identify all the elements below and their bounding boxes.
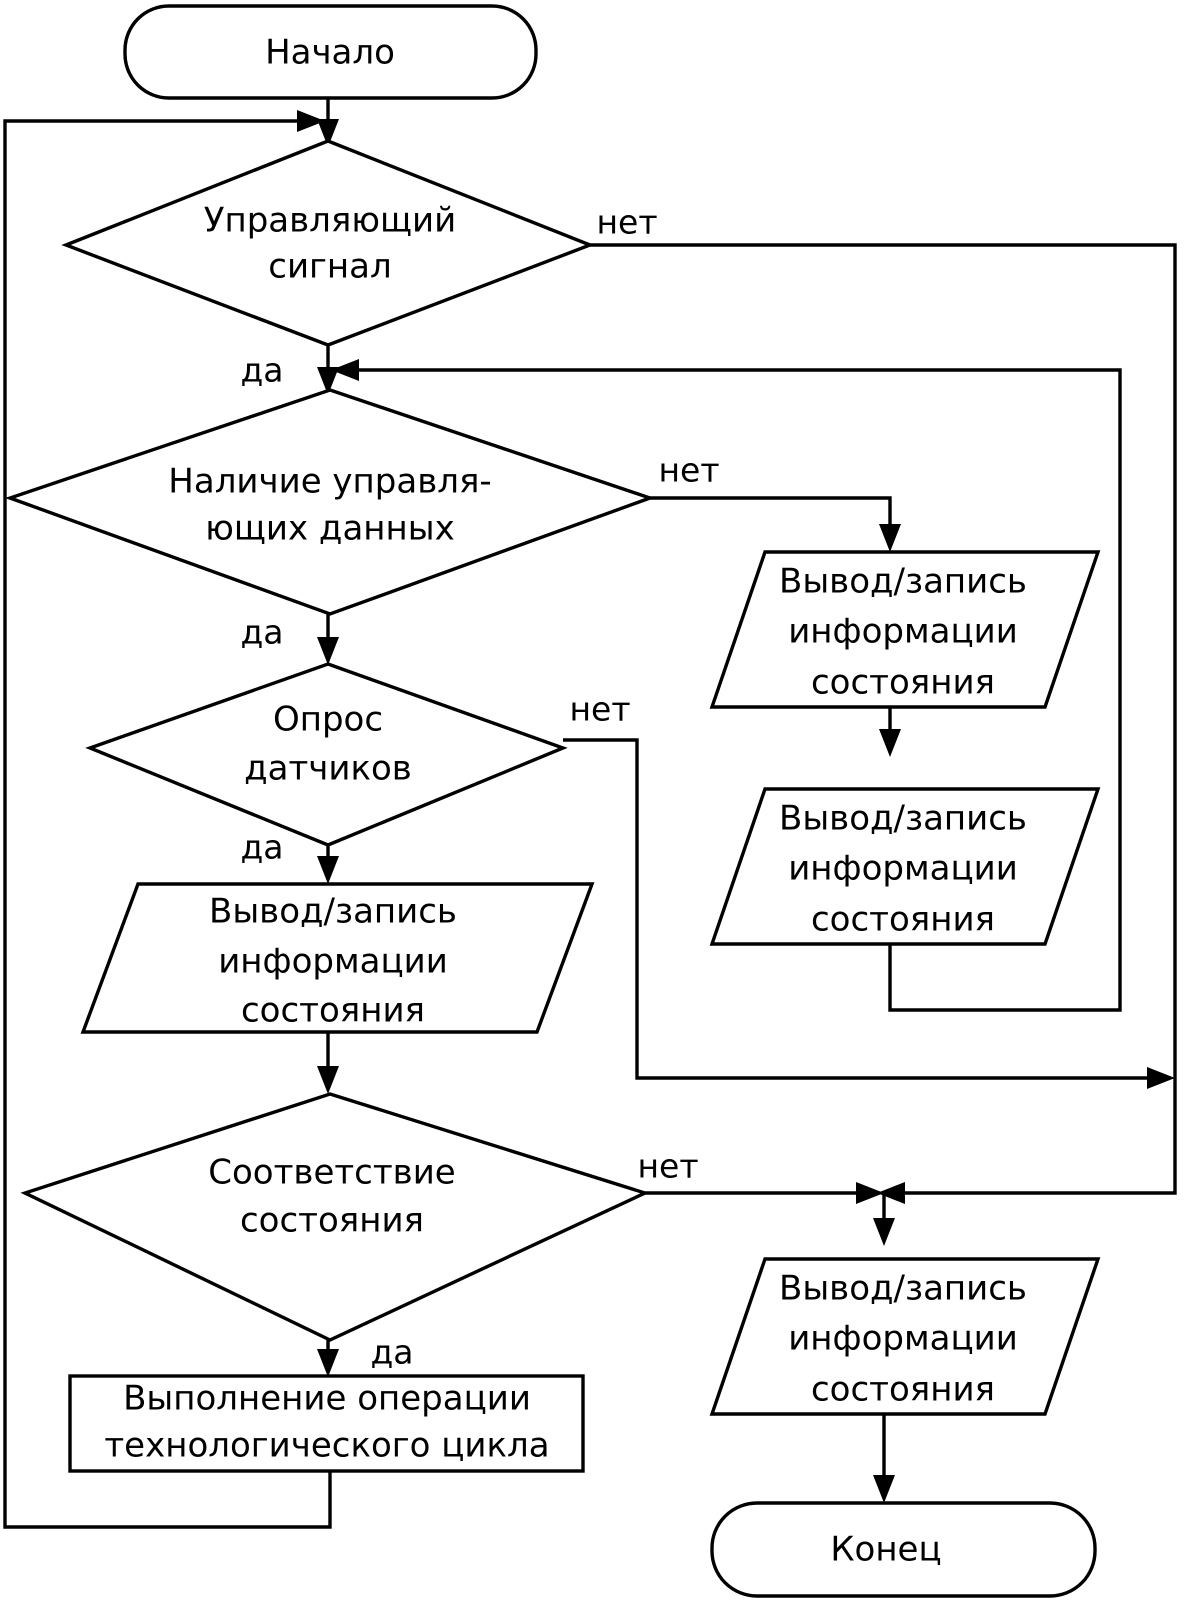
io-right-1-parallelogram-shape — [709, 550, 1101, 709]
edge-process-cycle-return-loop — [3, 119, 332, 1529]
node-state-match[interactable]: Соответствие состояния — [20, 1092, 650, 1342]
io-right-2-label-line-1: Вывод/запись — [779, 799, 1027, 839]
io-left-label-line-3: состояния — [241, 991, 425, 1031]
edge-label-control-signal-yes: да — [240, 351, 283, 390]
edge-control-signal-no — [590, 243, 1177, 1195]
edge-label-control-signal-no: нет — [596, 203, 657, 242]
io-left-parallelogram-shape — [80, 882, 595, 1034]
state-match-label-line-2: состояния — [240, 1201, 424, 1241]
control-signal-label-line-2: сигнал — [268, 247, 391, 287]
edge-label-state-match-no: нет — [637, 1147, 698, 1186]
start-terminator-shape — [123, 4, 538, 100]
arrowhead-right-main-rail — [1147, 1067, 1175, 1089]
control-signal-decision-shape — [61, 139, 595, 347]
io-end-label-line-2: информации — [788, 1319, 1018, 1359]
control-data-decision-shape — [4, 388, 656, 616]
arrowhead-down-io-right-1 — [879, 524, 901, 552]
arrowhead-left-control-data-top — [331, 359, 359, 381]
end-terminator-shape — [710, 1501, 1097, 1598]
sensor-poll-label-line-2: датчиков — [244, 749, 412, 789]
process-cycle-label-line-1: Выполнение операции — [123, 1379, 531, 1419]
node-sensor-poll[interactable]: Опрос датчиков — [85, 662, 568, 847]
connector-layer — [3, 99, 1177, 1529]
arrowhead-right-io-end-junction — [856, 1182, 884, 1204]
io-end-label-line-3: состояния — [811, 1370, 995, 1410]
edge-sensor-poll-no — [563, 738, 1152, 1080]
node-end[interactable]: Конец — [710, 1501, 1097, 1598]
node-io-right-1[interactable]: Вывод/запись информации состояния — [709, 550, 1101, 709]
sensor-poll-label-line-1: Опрос — [273, 700, 383, 740]
node-io-left[interactable]: Вывод/запись информации состояния — [80, 882, 595, 1034]
arrowhead-down-end — [873, 1475, 895, 1503]
io-right-2-parallelogram-shape — [709, 787, 1101, 946]
state-match-decision-shape — [20, 1092, 650, 1342]
arrowhead-down-process-cycle — [317, 1349, 339, 1377]
io-right-1-label-line-3: состояния — [811, 663, 995, 703]
control-data-label-line-2: ющих данных — [205, 509, 454, 549]
edge-label-state-match-yes: да — [370, 1333, 413, 1372]
arrowhead-down-sensor-poll — [317, 637, 339, 665]
arrowhead-down-control-data — [317, 367, 339, 395]
node-control-data[interactable]: Наличие управля- ющих данных — [4, 388, 656, 616]
io-right-1-label-line-2: информации — [788, 612, 1018, 652]
process-cycle-label-line-2: технологического цикла — [104, 1426, 549, 1466]
edge-control-data-no — [650, 496, 892, 538]
edge-label-control-data-yes: да — [240, 613, 283, 652]
io-left-label-line-1: Вывод/запись — [209, 892, 457, 932]
io-end-parallelogram-shape — [709, 1257, 1101, 1416]
process-cycle-rect-shape — [68, 1374, 585, 1473]
io-right-2-label-line-2: информации — [788, 849, 1018, 889]
node-io-end[interactable]: Вывод/запись информации состояния — [709, 1257, 1101, 1416]
arrowhead-right-control-signal-loop — [297, 110, 325, 132]
node-process-cycle[interactable]: Выполнение операции технологического цик… — [68, 1374, 585, 1473]
state-match-label-line-1: Соответствие — [208, 1153, 455, 1193]
node-control-signal[interactable]: Управляющий сигнал — [61, 139, 595, 347]
edge-label-sensor-poll-no: нет — [569, 690, 630, 729]
io-right-2-label-line-3: состояния — [811, 900, 995, 940]
io-end-label-line-1: Вывод/запись — [779, 1269, 1027, 1309]
node-io-right-2[interactable]: Вывод/запись информации состояния — [709, 787, 1101, 946]
control-signal-label-line-1: Управляющий — [204, 201, 456, 241]
sensor-poll-decision-shape — [85, 662, 568, 847]
edge-io-right-2-return — [352, 368, 1122, 1012]
arrowhead-down-state-match — [317, 1066, 339, 1094]
start-label: Начало — [265, 33, 395, 73]
arrowhead-down-control-signal — [317, 119, 339, 147]
control-data-label-line-1: Наличие управля- — [168, 462, 491, 502]
node-start[interactable]: Начало — [123, 4, 538, 100]
edge-label-layer: нет да нет да нет да нет да — [240, 203, 719, 1372]
io-left-label-line-2: информации — [218, 942, 448, 982]
edge-label-sensor-poll-yes: да — [240, 828, 283, 867]
io-right-1-label-line-1: Вывод/запись — [779, 562, 1027, 602]
end-label: Конец — [830, 1530, 941, 1570]
arrowhead-down-io-right-2 — [879, 729, 901, 757]
arrowhead-down-io-left — [317, 856, 339, 884]
edge-label-control-data-no: нет — [658, 451, 719, 490]
arrowhead-left-io-end-junction — [877, 1182, 905, 1204]
arrowhead-down-io-end — [873, 1218, 895, 1246]
